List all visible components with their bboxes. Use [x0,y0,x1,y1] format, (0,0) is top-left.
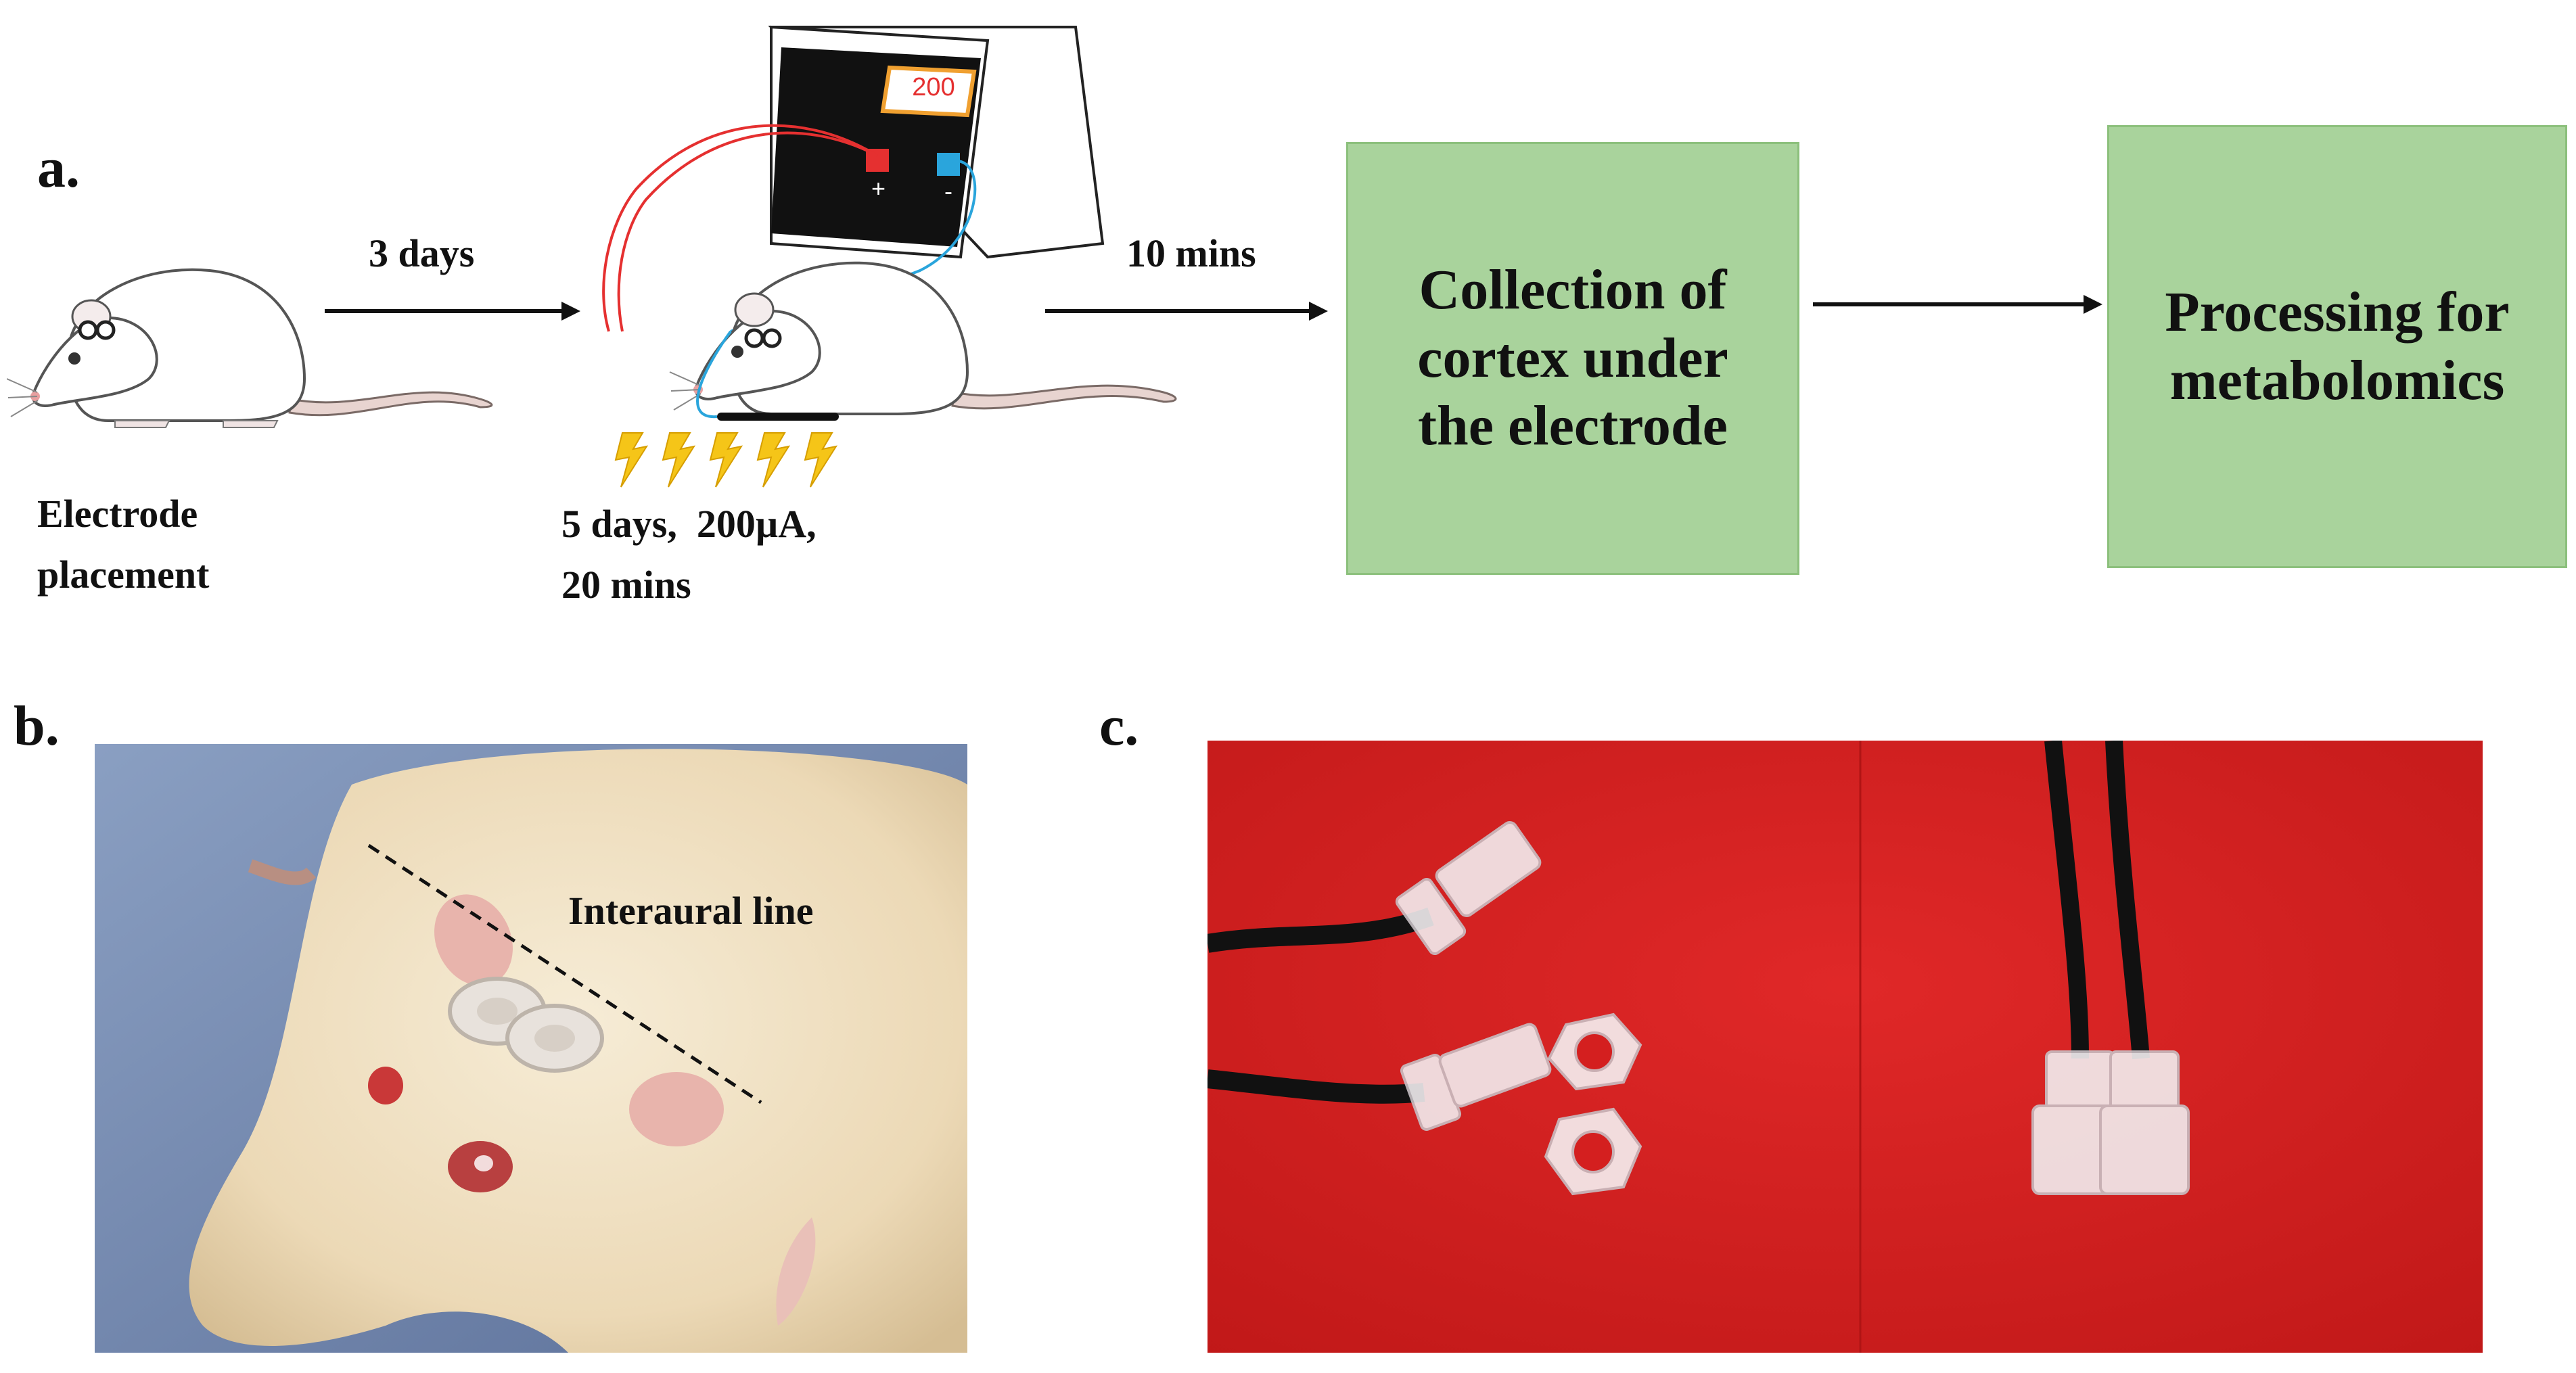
plus-terminal-symbol: + [871,174,886,202]
rat2-caption-line2: 20 mins [561,563,691,607]
rat2-caption-line1: 5 days, 200µA, [561,502,816,546]
panel-label-c: c. [1099,695,1139,758]
rat-illustration-electrode [7,268,493,428]
interaural-line-annotation: Interaural line [568,889,814,933]
electrode-parts-photo [1208,741,2483,1353]
stimulator-display-value: 200 [912,73,955,101]
arrow2-label: 10 mins [1126,231,1256,275]
arrow1-label: 3 days [369,231,475,275]
arrow-3-days [325,302,580,321]
stimulator-device [768,25,1105,259]
box1-line2: cortex under [1417,326,1728,390]
minus-terminal-symbol: - [944,177,952,205]
collection-box: Collection of cortex under the electrode [1346,142,1799,575]
panel-label-b: b. [14,695,60,758]
rat-photo [95,744,967,1353]
arrow-10-mins [1045,302,1328,321]
rat1-caption-line1: Electrode [37,492,198,536]
box2-line1: Processing for [2165,280,2510,344]
box1-line1: Collection of [1419,258,1727,321]
arrow-to-processing [1813,295,2102,314]
rat-illustration-stimulation [602,25,1177,488]
rat1-caption-line2: placement [37,553,210,597]
box1-line3: the electrode [1418,394,1728,458]
box2-line2: metabolomics [2169,348,2505,412]
panel-label-a: a. [37,137,80,200]
processing-box: Processing for metabolomics [2107,125,2567,568]
